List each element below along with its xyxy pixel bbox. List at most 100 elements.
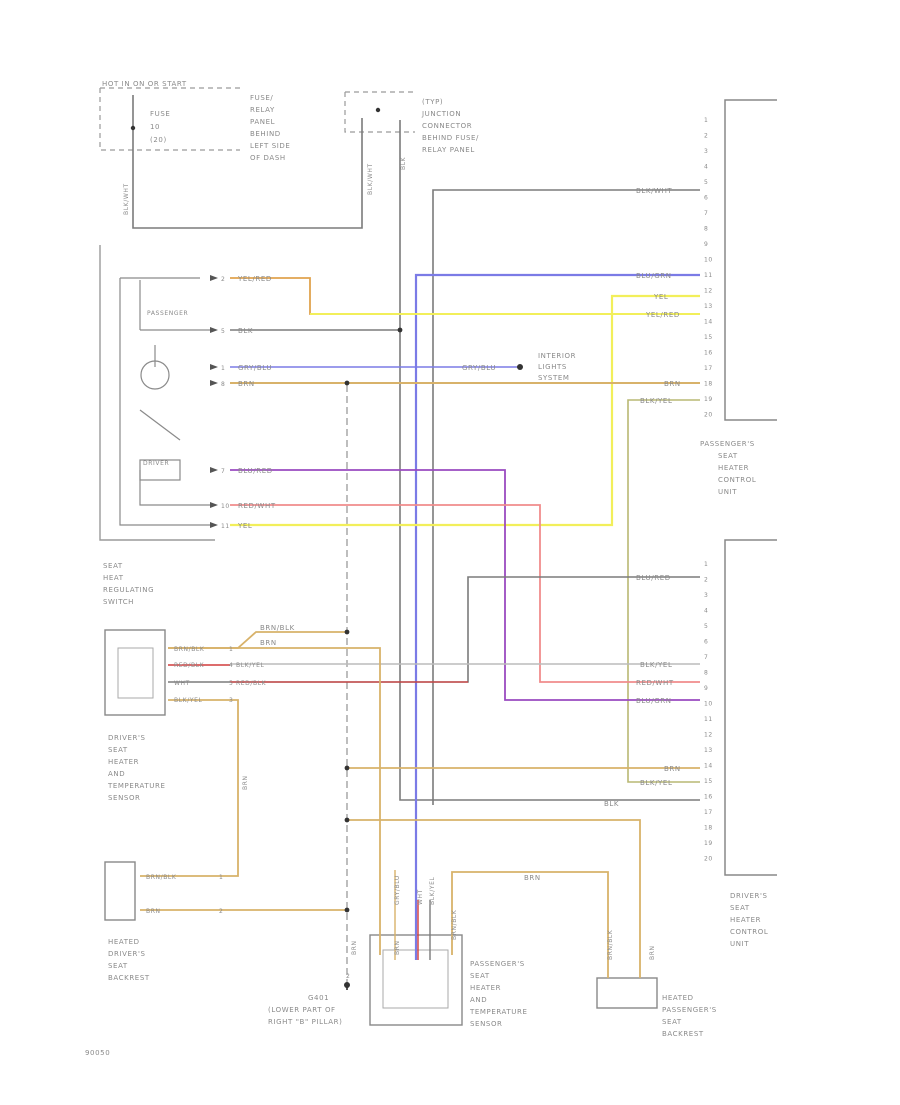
driver-unit-label: DRIVER'S bbox=[730, 892, 768, 900]
passenger-unit-label: CONTROL bbox=[718, 476, 756, 484]
wire-drv-blk bbox=[230, 576, 700, 683]
passenger-backrest-label: PASSENGER'S bbox=[662, 1006, 717, 1014]
unit-pin-number: 5 bbox=[704, 179, 708, 186]
fuse-panel-label: PANEL bbox=[250, 118, 275, 126]
wire-label: BLK bbox=[238, 327, 253, 335]
unit-pin-number: 12 bbox=[704, 288, 713, 295]
passenger-unit-outline bbox=[724, 99, 777, 421]
wire-pass-blk-yel bbox=[627, 399, 700, 783]
wire-label: BLU/RED bbox=[238, 467, 273, 475]
junction-label: CONNECTOR bbox=[422, 122, 472, 130]
ground-tag: 2 bbox=[346, 973, 350, 980]
wire-label: BLU/GRN bbox=[636, 272, 672, 280]
unit-pin-number: 19 bbox=[704, 840, 713, 847]
wire-label: BRN/BLK bbox=[607, 929, 614, 960]
passenger-sensor-label: SENSOR bbox=[470, 1020, 503, 1028]
passenger-unit-label: UNIT bbox=[718, 488, 737, 496]
switch-pin-arrows bbox=[210, 275, 218, 528]
unit-pin-number: 6 bbox=[704, 195, 708, 202]
unit-pin-number: 20 bbox=[704, 412, 713, 419]
wire-label: BRN bbox=[394, 940, 401, 955]
passenger-backrest-label: HEATED bbox=[662, 994, 694, 1002]
unit-pin-number: 8 bbox=[704, 226, 708, 233]
wire-label: BRN/BLK bbox=[260, 624, 295, 632]
driver-sensor-label: SENSOR bbox=[108, 794, 141, 802]
unit-pin-number: 4 bbox=[704, 164, 708, 171]
unit-pin-number: 16 bbox=[704, 350, 713, 357]
driver-backrest-label: DRIVER'S bbox=[108, 950, 146, 958]
unit-pin-number: 13 bbox=[704, 747, 713, 754]
wire-fuse-feed bbox=[132, 95, 363, 229]
wire-label: BLK/WHT bbox=[123, 183, 130, 215]
unit-pin-number: 11 bbox=[704, 716, 713, 723]
junction-label: RELAY PANEL bbox=[422, 146, 475, 154]
ground-label: G401 bbox=[308, 994, 329, 1002]
wire-label: BLK/YEL bbox=[429, 877, 436, 905]
junction-connector-outline bbox=[344, 91, 415, 133]
sensor-pin-number: 3 bbox=[229, 697, 233, 704]
switch-pin-number: 1 bbox=[221, 365, 225, 372]
wire-pass-blu-grn bbox=[414, 273, 700, 960]
wire-label: BRN bbox=[242, 775, 249, 790]
ground-label: (LOWER PART OF bbox=[268, 1006, 336, 1014]
wire-label: BRN bbox=[649, 945, 656, 960]
driver-sensor-label: SEAT bbox=[108, 746, 128, 754]
wire-label: YEL bbox=[653, 293, 668, 301]
unit-pin-number: 18 bbox=[704, 825, 713, 832]
passenger-backrest-label: SEAT bbox=[662, 1018, 682, 1026]
fuse-label-1: FUSE bbox=[150, 110, 170, 118]
wire-label: BLK/YEL bbox=[174, 697, 202, 704]
interior-lights-label: INTERIOR bbox=[538, 352, 576, 360]
passenger-sensor-label: HEATER bbox=[470, 984, 501, 992]
unit-pin-number: 16 bbox=[704, 794, 713, 801]
unit-pin-number: 12 bbox=[704, 732, 713, 739]
sensor-pin-number: 1 bbox=[229, 646, 233, 653]
unit-pin-number: 6 bbox=[704, 639, 708, 646]
switch-driver-label: DRIVER bbox=[143, 460, 169, 467]
ground-label: RIGHT "B" PILLAR) bbox=[268, 1018, 342, 1026]
switch-label: SEAT bbox=[103, 562, 123, 570]
junction-label: BEHIND FUSE/ bbox=[422, 134, 479, 142]
wire-label: BLK/YEL bbox=[236, 662, 264, 669]
switch-label: HEAT bbox=[103, 574, 124, 582]
sensor-pin-number: 4 bbox=[229, 662, 233, 669]
wire-label: RED/BLK bbox=[236, 680, 267, 687]
driver-sensor-label: TEMPERATURE bbox=[107, 782, 166, 790]
unit-pin-number: 4 bbox=[704, 608, 708, 615]
sensor-pin-number: 5 bbox=[229, 680, 233, 687]
switch-label: REGULATING bbox=[103, 586, 154, 594]
driver-unit-label: HEATER bbox=[730, 916, 761, 924]
driver-unit-label: SEAT bbox=[730, 904, 750, 912]
unit-pin-number: 1 bbox=[704, 561, 708, 568]
wire-label: BRN bbox=[238, 380, 255, 388]
wire-label: YEL/RED bbox=[237, 275, 272, 283]
driver-backrest-label: HEATED bbox=[108, 938, 140, 946]
wire-label: WHT bbox=[174, 680, 190, 687]
passenger-backrest-box bbox=[596, 977, 658, 1009]
fuse-panel-label: BEHIND bbox=[250, 130, 281, 138]
wire-label: BRN bbox=[664, 765, 681, 773]
wire-label: BLK/YEL bbox=[640, 779, 672, 787]
wire-label: BRN bbox=[351, 940, 358, 955]
driver-sensor-label: DRIVER'S bbox=[108, 734, 146, 742]
unit-pin-number: 9 bbox=[704, 241, 708, 248]
driver-unit-label: CONTROL bbox=[730, 928, 768, 936]
driver-backrest-label: SEAT bbox=[108, 962, 128, 970]
wire-yellow bbox=[230, 294, 700, 527]
passenger-unit-label: PASSENGER'S bbox=[700, 440, 755, 448]
unit-pin-number: 8 bbox=[704, 670, 708, 677]
unit-pin-number: 13 bbox=[704, 303, 713, 310]
fuse-panel-outline bbox=[99, 87, 240, 151]
wire-label: YEL bbox=[237, 522, 252, 530]
passenger-sensor-label: TEMPERATURE bbox=[469, 1008, 528, 1016]
unit-pin-number: 10 bbox=[704, 701, 713, 708]
fuse-panel-label: OF DASH bbox=[250, 154, 286, 162]
wire-label: GRY/BLU bbox=[394, 875, 401, 905]
unit-pin-number: 7 bbox=[704, 210, 708, 217]
diagram-id: 90050 bbox=[85, 1049, 110, 1057]
fuse-label-3: (20) bbox=[150, 136, 167, 144]
unit-pin-number: 20 bbox=[704, 856, 713, 863]
passenger-backrest-label: BACKREST bbox=[662, 1030, 704, 1038]
